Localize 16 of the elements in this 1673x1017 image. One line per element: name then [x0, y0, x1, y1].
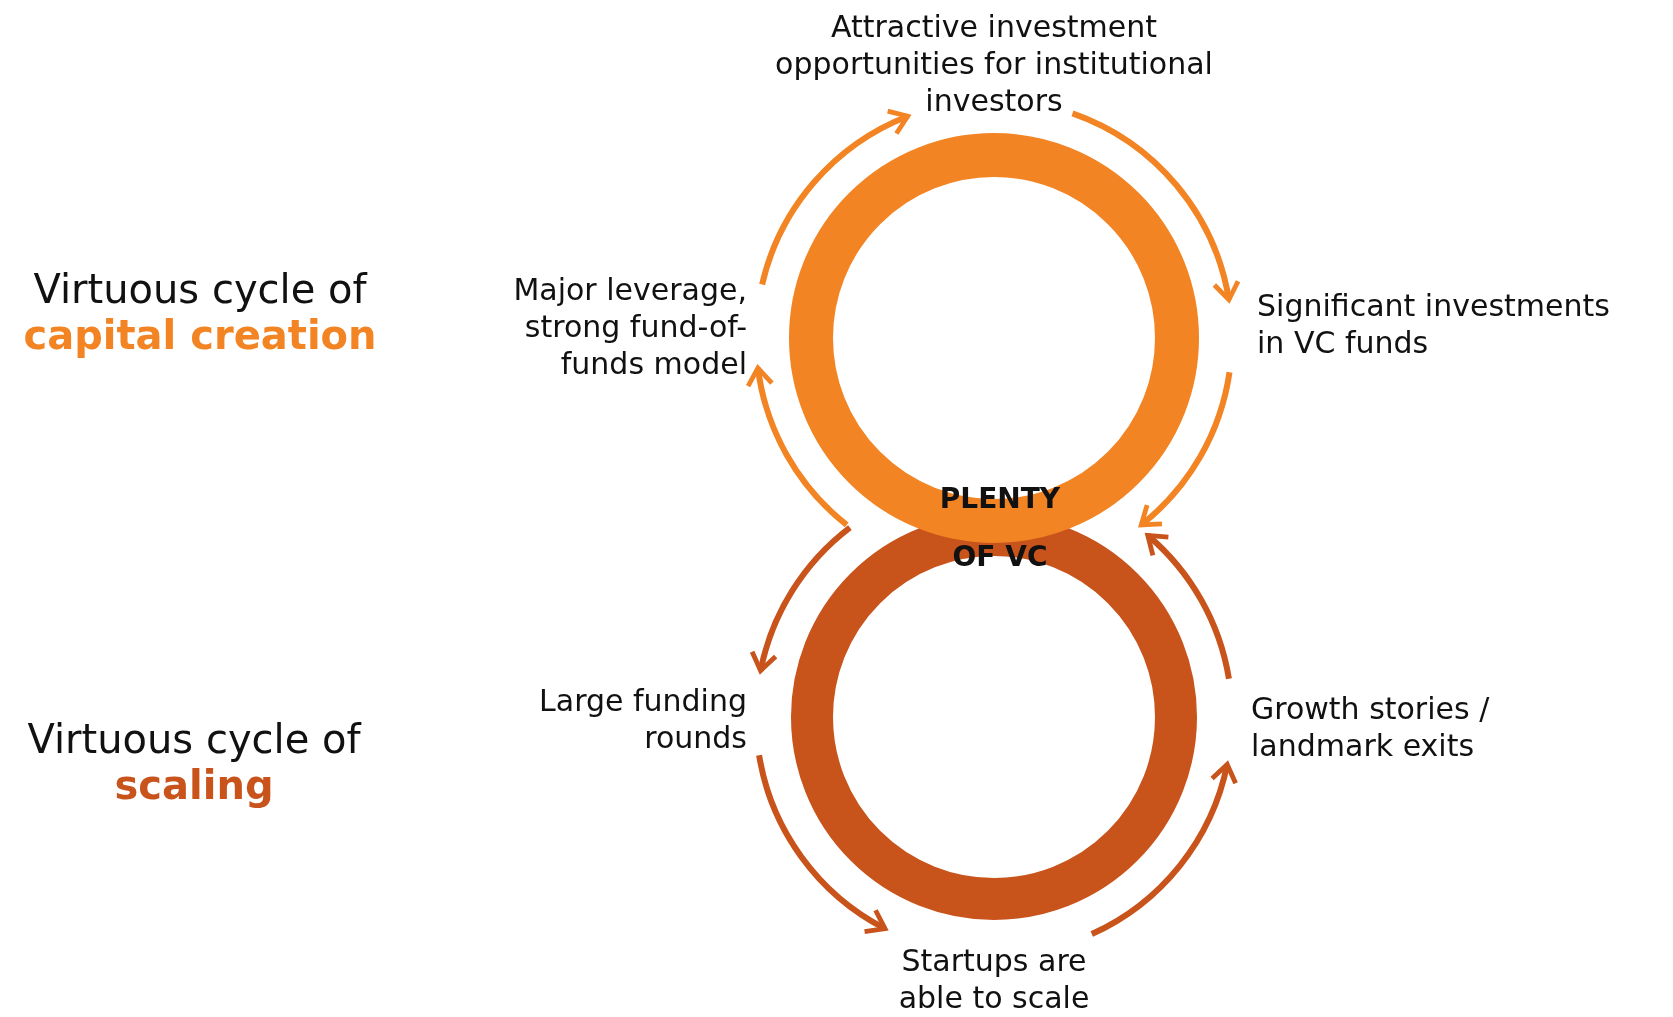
curved-arrow — [746, 365, 849, 528]
cycle-title: Virtuous cycle of scaling — [26, 716, 363, 808]
curved-arrow — [759, 109, 911, 286]
curved-arrow — [1145, 533, 1232, 680]
curved-arrow — [1071, 110, 1240, 303]
curved-arrow — [756, 754, 888, 933]
curved-arrow — [1138, 371, 1233, 528]
cycle-step: Major leverage, strong fund-of-funds model — [447, 271, 762, 396]
cycle-step: Growth stories / landmark exits — [1226, 655, 1606, 764]
cycle-step: Large funding rounds — [427, 655, 762, 772]
curved-arrow — [1090, 762, 1237, 937]
cycle-title: Virtuous cycle of capital creation — [22, 266, 378, 358]
curved-arrow — [750, 525, 852, 673]
cycle-step: Attractive investment opportunities for institutional investors — [734, 8, 1254, 131]
cycle-step: Startups are able to scale — [854, 928, 1134, 1016]
cycle-step: Significant investments in VC funds — [1225, 280, 1630, 375]
